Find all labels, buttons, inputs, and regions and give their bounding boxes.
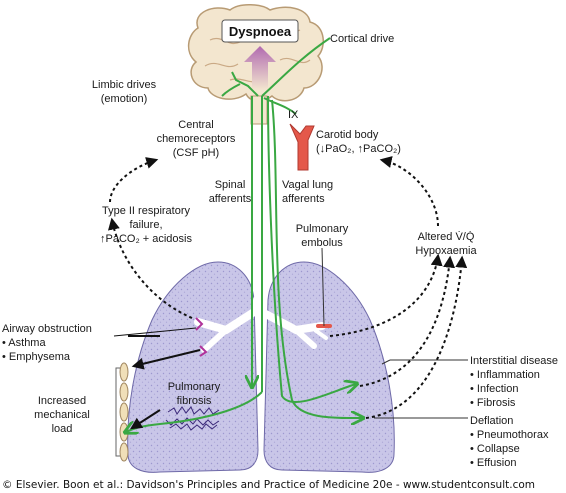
airway-obstruction-title: Airway obstruction xyxy=(2,323,92,335)
type2-failure-label-3: ↑PaCO₂ + acidosis xyxy=(100,233,193,245)
type2-failure-label-1: Type II respiratory xyxy=(102,205,191,217)
deflation-item-effusion: • Effusion xyxy=(470,457,516,469)
chest-wall-ribs xyxy=(120,363,128,461)
deflation-item-collapse: • Collapse xyxy=(470,443,520,455)
vagal-afferents-label-2: afferents xyxy=(282,193,325,205)
limbic-emotion-label: (emotion) xyxy=(101,93,147,105)
pulmonary-fibrosis-label-1: Pulmonary xyxy=(168,381,221,393)
mechanical-load-label-1: Increased xyxy=(38,395,86,407)
dyspnoea-label: Dyspnoea xyxy=(229,24,292,39)
deflation-item-pneumothorax: • Pneumothorax xyxy=(470,429,549,441)
pulmonary-embolus-label-1: Pulmonary xyxy=(296,223,349,235)
limbic-drives-label: Limbic drives xyxy=(92,79,157,91)
central-chemoreceptors-label-1: Central xyxy=(178,119,213,131)
left-lung xyxy=(128,262,258,472)
ix-nerve-label: IX xyxy=(288,109,299,121)
interstitial-item-infection: • Infection xyxy=(470,383,519,395)
vagal-afferents-label-1: Vagal lung xyxy=(282,179,333,191)
deflation-title: Deflation xyxy=(470,415,513,427)
interstitial-item-fibrosis: • Fibrosis xyxy=(470,397,516,409)
central-chemoreceptors-label-2: chemoreceptors xyxy=(157,133,236,145)
interstitial-item-inflammation: • Inflammation xyxy=(470,369,540,381)
pulmonary-embolus-label-2: embolus xyxy=(301,237,343,249)
carotid-body xyxy=(290,124,314,170)
airway-obstruction-item-asthma: • Asthma xyxy=(2,337,46,349)
right-lung xyxy=(264,262,394,472)
mech-load-bracket xyxy=(116,368,120,456)
mechanical-load-label-2: mechanical xyxy=(34,409,90,421)
airway-obstruction-item-emphysema: • Emphysema xyxy=(2,351,71,363)
type2-failure-label-2: failure, xyxy=(129,219,162,231)
spinal-afferents-label-2: afferents xyxy=(209,193,252,205)
interstitial-disease-title: Interstitial disease xyxy=(470,355,558,367)
carotid-body-label-1: Carotid body xyxy=(316,129,379,141)
copyright-footer: © Elsevier. Boon et al.: Davidson's Prin… xyxy=(2,479,535,491)
pulmonary-fibrosis-label-2: fibrosis xyxy=(177,395,212,407)
cortical-drive-label: Cortical drive xyxy=(330,33,394,45)
central-chemoreceptors-label-3: (CSF pH) xyxy=(173,147,219,159)
carotid-body-label-2: (↓PaO₂, ↑PaCO₂) xyxy=(316,143,401,155)
hypoxaemia-label: Hypoxaemia xyxy=(415,245,477,257)
spinal-afferents-label-1: Spinal xyxy=(215,179,246,191)
mechanical-load-label-3: load xyxy=(52,423,73,435)
altered-vq-label: Altered V̇/Q̇ xyxy=(418,230,475,243)
